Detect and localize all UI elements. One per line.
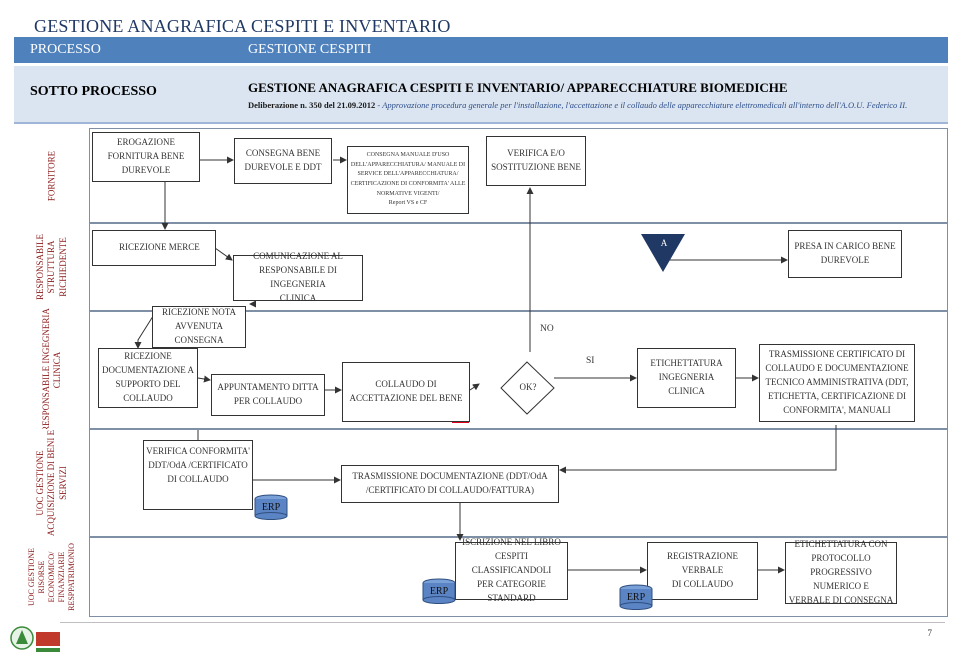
erp-label: ERP: [261, 502, 281, 513]
processo-value: GESTIONE CESPITI: [248, 42, 372, 57]
step-comunicazione: COMUNICAZIONE AL RESPONSABILE DI INGEGNE…: [233, 251, 363, 303]
lane-label-risorse: UOC GESTIONE RISORSE ECONOMICO/ FINANZIA…: [14, 537, 90, 617]
edge-trasmissione-verifica: [559, 425, 837, 474]
edge-ricezione-comunicazione: [214, 247, 233, 261]
processo-label: PROCESSO: [30, 42, 101, 57]
step-iscrizione-libro: ISCRIZIONE NEL LIBRO CESPITI CLASSIFICAN…: [455, 537, 568, 603]
lane-label-beni-servizi: UOC GESTIONE ACQUISIZIONE DI BENI E SERV…: [14, 429, 90, 537]
footer-divider: [60, 622, 945, 623]
step-consegna-manuale: CONSEGNA MANUALE D'USO DELL'APPARECCHIAT…: [347, 146, 469, 214]
decision-diamond: [500, 361, 555, 415]
step-ricezione-merce: RICEZIONE MERCE: [92, 230, 216, 266]
step-ricezione-doc: RICEZIONE DOCUMENTAZIONE A SUPPORTO DEL …: [98, 348, 198, 408]
branch-si-label: SI: [586, 356, 595, 366]
delibera-text: - Approvazione procedura generale per l'…: [375, 100, 908, 110]
edge-nota-ricezione-doc: [134, 312, 156, 349]
step-presa-in-carico: PRESA IN CARICO BENE DUREVOLE: [788, 230, 902, 278]
step-collaudo: COLLAUDO DI ACCETTAZIONE DEL BENE: [342, 362, 470, 422]
process-bar: [14, 37, 948, 63]
step-consegna-bene: CONSEGNA BENE DUREVOLE E DDT: [234, 138, 332, 184]
page-number: 7: [927, 628, 933, 638]
lane-label-struttura: RESPONSABILE STRUTTURA RICHIEDENTE: [14, 223, 90, 311]
sotto-processo-label: SOTTO PROCESSO: [30, 84, 157, 99]
edge-collaudo-decision: [469, 383, 480, 391]
step-verifica-sostituzione: VERIFICA E/O SOSTITUZIONE BENE: [486, 136, 586, 186]
decision-label: OK?: [519, 382, 537, 392]
lane-label-fornitore: FORNITORE: [14, 128, 90, 223]
step-erogazione: EROGAZIONE FORNITURA BENE DUREVOLE: [92, 132, 200, 182]
step-etichettatura: ETICHETTATURA INGEGNERIA CLINICA: [637, 348, 736, 408]
step-etichettatura-protocollo: ETICHETTATURA CON PROTOCOLLO PROGRESSIVO…: [785, 539, 897, 605]
hospital-logo: [8, 624, 64, 656]
erp-database-icon: ERP: [254, 494, 288, 520]
erp-label: ERP: [626, 592, 646, 603]
page-title: GESTIONE ANAGRAFICA CESPITI E INVENTARIO: [34, 16, 451, 36]
branch-no-label: NO: [540, 324, 554, 334]
connector-a-label: A: [660, 238, 668, 248]
step-registrazione-verbale: REGISTRAZIONE VERBALE DI COLLAUDO: [647, 542, 758, 600]
edge-doc-appuntamento: [197, 375, 211, 383]
erp-database-icon: ERP: [422, 578, 456, 604]
connector-a-shape: [641, 234, 685, 272]
subprocess-bar: [14, 66, 948, 124]
erp-label: ERP: [429, 586, 449, 597]
step-trasmissione-doc: TRASMISSIONE DOCUMENTAZIONE (DDT/OdA /CE…: [341, 465, 559, 503]
erp-database-icon: ERP: [619, 584, 653, 610]
delibera-note: Deliberazione n. 350 del 21.09.2012 - Ap…: [248, 100, 907, 110]
delibera-ref: Deliberazione n. 350 del 21.09.2012: [248, 100, 376, 110]
step-trasmissione-cert: TRASMISSIONE CERTIFICATO DI COLLAUDO E D…: [759, 344, 915, 422]
lane-label-ingegneria: RESPONSABILE INGEGNERIA CLINICA: [14, 308, 90, 432]
step-appuntamento: APPUNTAMENTO DITTA PER COLLAUDO: [211, 374, 325, 416]
step-ricezione-nota: RICEZIONE NOTA AVVENUTA CONSEGNA: [152, 306, 246, 348]
step-verifica-conformita: VERIFICA CONFORMITA' DDT/OdA /CERTIFICAT…: [143, 440, 253, 510]
sotto-processo-value: GESTIONE ANAGRAFICA CESPITI E INVENTARIO…: [248, 80, 788, 95]
